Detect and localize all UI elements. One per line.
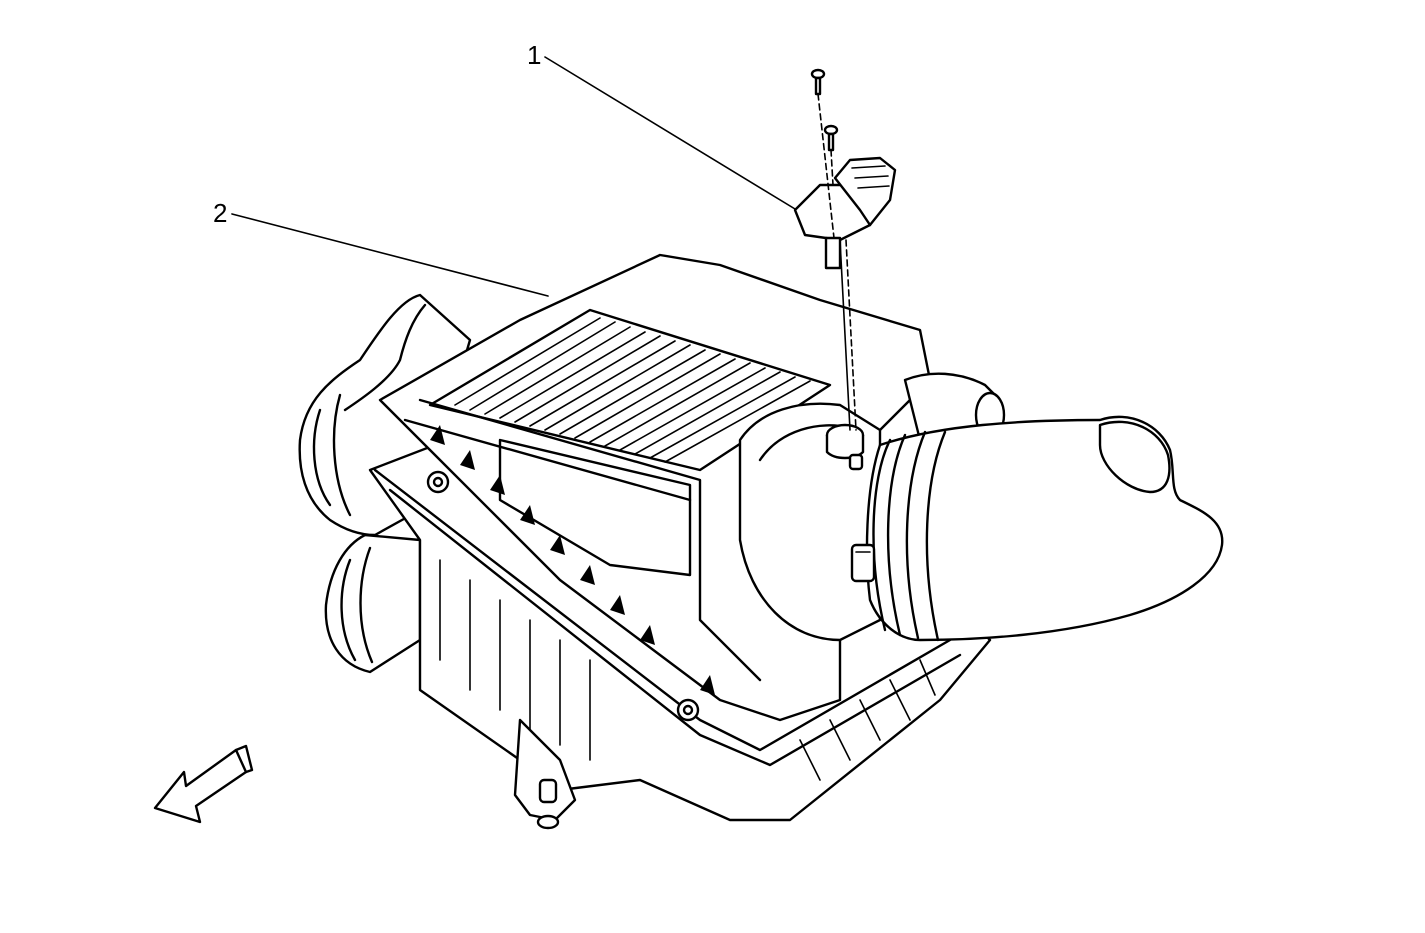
cover-cooling-fins [454, 317, 811, 463]
outlet-hose [865, 415, 1224, 642]
housing-bolts [426, 470, 700, 722]
callout-1-leader-line [544, 56, 801, 213]
front-direction-arrow-icon [153, 744, 254, 824]
hose-clamp-screw [850, 543, 876, 583]
hose-end-cap [1098, 420, 1171, 494]
callout-2-leader-line [231, 213, 549, 297]
outlet-duct-hose [850, 415, 1224, 642]
housing-ribs [439, 559, 936, 781]
sensor-connector [833, 156, 897, 227]
cover-clips [430, 425, 715, 695]
housing-outlet-neck [738, 402, 882, 642]
callout-2: 2 [213, 198, 549, 297]
air-cleaner-housing [298, 253, 1006, 830]
callout-1: 1 [527, 40, 801, 213]
screw-1 [810, 68, 835, 239]
sensor-probe [824, 236, 842, 270]
callout-1-label: 1 [527, 40, 541, 70]
sensor-screws [810, 68, 857, 431]
screw-2 [823, 124, 857, 431]
callout-2-label: 2 [213, 198, 227, 228]
cover-top-panel [428, 308, 832, 472]
mass-airflow-sensor [793, 156, 897, 471]
lower-inlet-duct [324, 533, 422, 674]
